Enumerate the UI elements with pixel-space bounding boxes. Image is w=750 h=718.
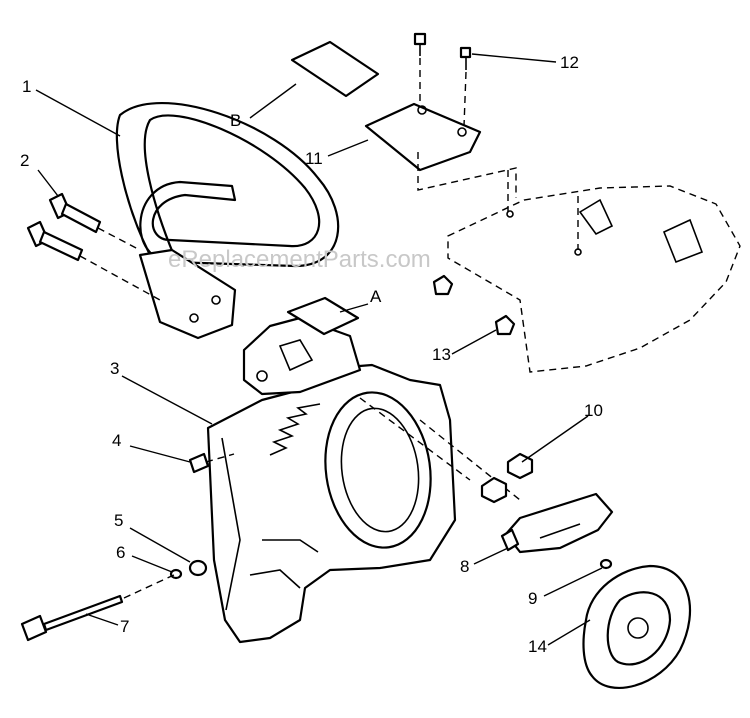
callout-6: 6 — [116, 543, 125, 562]
handle-bar — [115, 101, 340, 340]
callout-8: 8 — [460, 557, 469, 576]
washer-6 — [169, 568, 183, 580]
callout-a: A — [370, 287, 382, 306]
leader-lines — [35, 53, 603, 646]
bolts — [26, 192, 161, 301]
screw-4 — [188, 452, 235, 474]
chain-brake-lever — [500, 492, 614, 554]
callout-2: 2 — [20, 151, 29, 170]
callout-7: 7 — [120, 617, 129, 636]
callout-12: 12 — [560, 53, 579, 72]
callout-1: 1 — [22, 77, 31, 96]
callout-4: 4 — [112, 431, 121, 450]
adjusting-screw — [20, 573, 177, 642]
decal-a — [286, 296, 360, 336]
bushing-5 — [188, 559, 208, 577]
watermark: eReplacementParts.com — [168, 246, 431, 273]
cover-plate — [364, 102, 482, 172]
callout-3: 3 — [110, 359, 119, 378]
nuts-13 — [432, 274, 516, 336]
callout-14: 14 — [528, 637, 547, 656]
screws-12 — [413, 32, 472, 127]
callout-5: 5 — [114, 511, 123, 530]
callout-9: 9 — [528, 589, 537, 608]
pin-9 — [599, 558, 613, 570]
sprocket-cover — [417, 152, 741, 373]
callout-10: 10 — [584, 401, 603, 420]
callout-11: 11 — [305, 149, 323, 168]
callout-13: 13 — [432, 345, 451, 364]
main-housing — [206, 316, 521, 644]
callout-b: B — [230, 111, 241, 130]
decal-b — [290, 40, 380, 98]
nut-10 — [480, 452, 534, 504]
clutch-drum — [582, 564, 692, 690]
